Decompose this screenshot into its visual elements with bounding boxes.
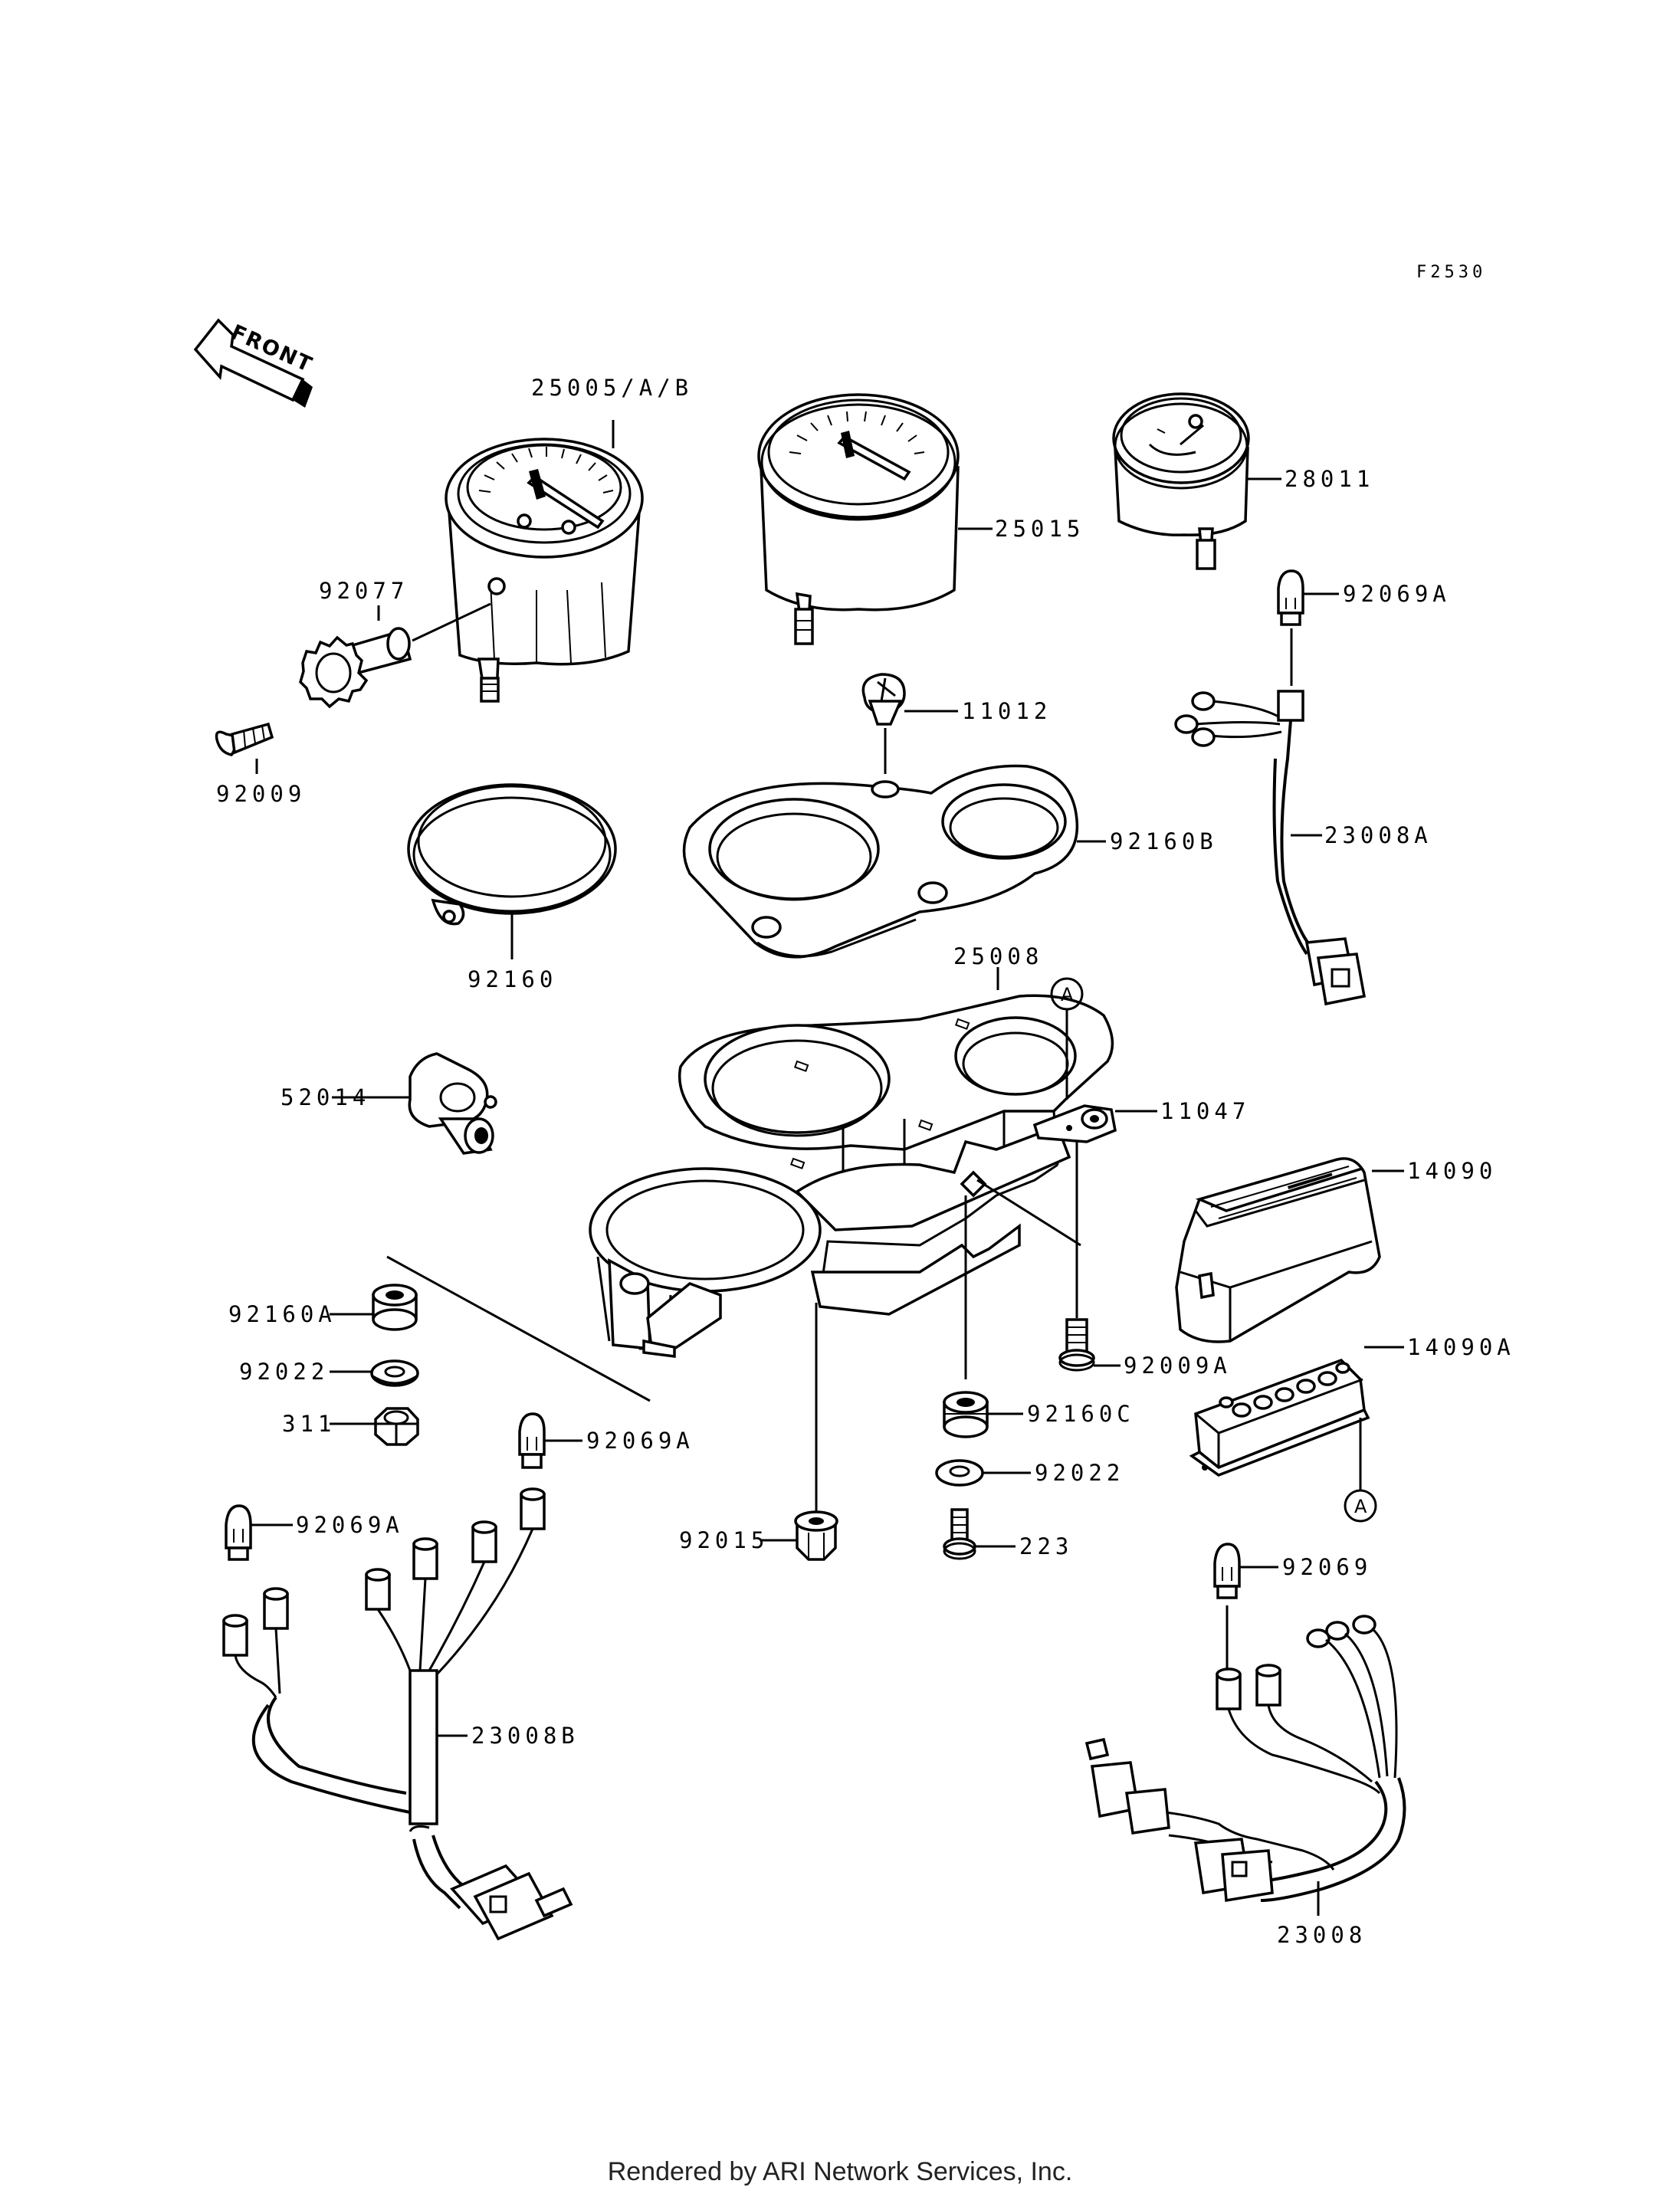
washer-92022-right: [935, 1459, 984, 1487]
wire-harness-23008: [1084, 1615, 1406, 1903]
bulb-92069A-middle: [518, 1412, 546, 1469]
label-92160B: 92160B: [1110, 828, 1218, 854]
washer-92022-left: [370, 1359, 419, 1387]
label-92009: 92009: [216, 781, 306, 807]
label-92160A: 92160A: [228, 1301, 336, 1327]
label-92022-1: 92022: [239, 1359, 329, 1385]
label-92077: 92077: [319, 578, 409, 604]
bulb-92069A-top: [1277, 569, 1304, 626]
bulb-92069: [1213, 1543, 1241, 1599]
grommet-92160A: [372, 1284, 418, 1331]
label-92009A: 92009A: [1124, 1353, 1232, 1379]
nut-92015: [794, 1510, 838, 1561]
indicator-housing-14090: [1175, 1157, 1381, 1343]
front-arrow-icon: FRONT: [193, 318, 317, 408]
connector-ref-a-bottom-label: A: [1354, 1496, 1367, 1517]
screw-part-92009: [215, 722, 274, 756]
leader-left-stack: [386, 1255, 651, 1402]
label-11012: 11012: [962, 698, 1052, 724]
gauge-ring-92160: [407, 783, 617, 926]
label-11047: 11047: [1160, 1098, 1250, 1124]
connector-ref-a-top-label: A: [1061, 984, 1074, 1005]
label-23008A: 23008A: [1324, 822, 1432, 848]
speedometer-gauge: [757, 393, 960, 645]
label-23008: 23008: [1277, 1922, 1367, 1948]
label-25015: 25015: [995, 516, 1084, 542]
label-311: 311: [282, 1411, 336, 1437]
label-52014: 52014: [281, 1084, 370, 1110]
render-credit: Rendered by ARI Network Services, Inc.: [607, 2157, 1073, 2186]
gear-sensor-52014: [408, 1052, 497, 1155]
connector-ref-a-bottom: [1344, 1489, 1377, 1523]
label-92069: 92069: [1282, 1554, 1372, 1580]
wire-harness-23008A: [1174, 690, 1367, 1006]
bracket-11047: [1032, 1104, 1117, 1143]
meter-case-25008: [589, 994, 1114, 1358]
label-92069A-1: 92069A: [1343, 581, 1451, 607]
grommet-92160C: [943, 1391, 989, 1438]
bulb-92069A-left: [225, 1504, 252, 1561]
label-92069A-3: 92069A: [296, 1512, 404, 1538]
indicator-board-14090A: [1189, 1358, 1370, 1477]
label-92160C: 92160C: [1027, 1401, 1135, 1427]
label-28011: 28011: [1285, 466, 1374, 492]
leader-case-bracket: [976, 1179, 1081, 1247]
fuel-gauge-28011: [1112, 392, 1250, 570]
grommet-11012: [861, 673, 906, 726]
wire-harness-23008B: [222, 1487, 573, 1941]
label-23008B: 23008B: [471, 1723, 579, 1749]
label-92015: 92015: [679, 1527, 769, 1553]
meter-cover-92160B: [682, 764, 1079, 959]
label-92022-2: 92022: [1035, 1460, 1124, 1486]
tachometer-gauge: [445, 438, 644, 703]
label-14090: 14090: [1407, 1158, 1497, 1184]
label-25005: 25005/A/B: [531, 375, 693, 401]
label-223: 223: [1019, 1533, 1073, 1559]
screw-223: [943, 1508, 976, 1560]
figure-ref-code: F2530: [1416, 263, 1486, 282]
label-14090A: 14090A: [1407, 1334, 1515, 1360]
label-92069A-2: 92069A: [586, 1428, 694, 1454]
screw-92009A: [1058, 1318, 1095, 1372]
label-25008: 25008: [953, 943, 1043, 969]
cable-adapter-part: [299, 602, 491, 709]
label-92160: 92160: [468, 966, 557, 992]
nut-311: [374, 1407, 419, 1446]
